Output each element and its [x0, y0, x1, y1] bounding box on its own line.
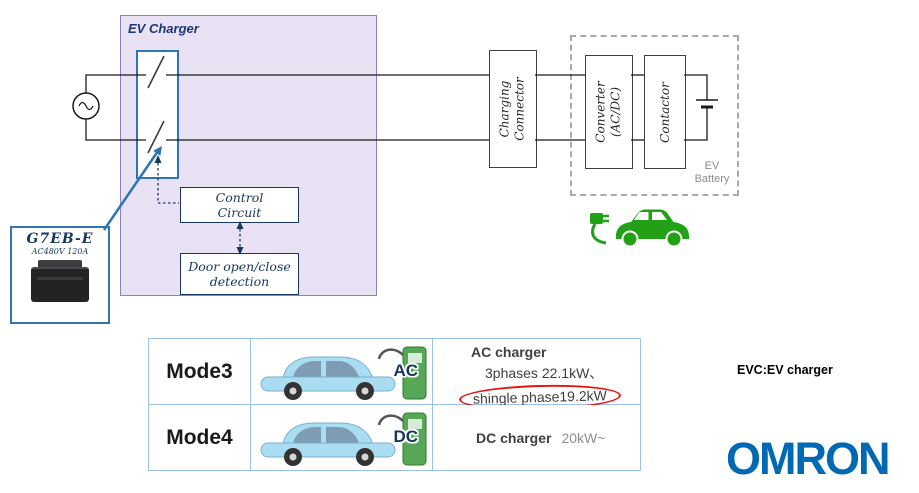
door-detection-box: Door open/close detection — [180, 253, 299, 295]
control-circuit-label: Control Circuit — [215, 190, 264, 220]
table-row-mode3-description: AC charger 3phases 22.1kW、 shingle phase… — [433, 339, 641, 413]
omron-logo: OMRON — [726, 433, 890, 484]
charger-spec-line: 20kW~ — [561, 429, 606, 446]
car-body — [616, 209, 689, 248]
car-body — [260, 356, 396, 400]
table-row-mode3-image: AC — [251, 339, 433, 405]
dc-charging-car-icon — [260, 412, 427, 466]
table-row-mode4-description: DC charger 20kW~ — [433, 405, 641, 471]
car-body — [260, 422, 396, 466]
control-circuit-box: Control Circuit — [180, 187, 299, 223]
charging-connector-label: Charging Connector — [498, 77, 527, 141]
relay-product-image — [31, 260, 89, 302]
charging-plug-icon — [590, 213, 609, 245]
current-type-badge: DC — [393, 427, 418, 446]
charger-title: AC charger — [471, 344, 547, 360]
charging-station-icon — [402, 346, 427, 400]
ev-battery-label: EV Battery — [694, 160, 730, 185]
contactor-label: Contactor — [657, 81, 672, 143]
converter-label: Converter (AC/DC) — [594, 81, 624, 143]
relay-model-label: G7EB-E — [26, 231, 94, 247]
relay-image-top — [38, 260, 82, 270]
charger-spec-line: 3phases 22.1kW、 — [485, 365, 604, 381]
contactor-box: Contactor — [644, 55, 686, 169]
converter-box: Converter (AC/DC) — [585, 55, 633, 169]
charging-modes-table: Mode3 AC AC charger — [148, 338, 641, 471]
table-row-mode4-label: Mode4 — [149, 405, 251, 471]
charger-spec-highlighted: shingle phase19.2kW — [472, 387, 608, 407]
charging-connector-box: Charging Connector — [489, 50, 537, 168]
relay-image-body — [31, 267, 89, 302]
ev-car-icon — [590, 209, 689, 248]
relay-product-callout: G7EB-E AC480V 120A — [10, 226, 110, 324]
relay-switch-box — [136, 50, 179, 179]
charger-title: DC charger — [476, 429, 552, 446]
door-detection-label: Door open/close detection — [188, 259, 291, 289]
relay-rating-label: AC480V 120A — [31, 247, 89, 256]
table-row-mode4-image: DC — [251, 405, 433, 471]
table-row-mode3-label: Mode3 — [149, 339, 251, 405]
ev-battery-region — [570, 35, 739, 196]
charging-station-icon — [402, 412, 427, 466]
evc-abbreviation-note: EVC:EV charger — [737, 363, 833, 377]
ev-charger-title: EV Charger — [128, 21, 199, 36]
ac-charging-car-icon — [260, 346, 427, 400]
ac-source-icon — [72, 92, 100, 120]
current-type-badge: AC — [393, 361, 418, 380]
